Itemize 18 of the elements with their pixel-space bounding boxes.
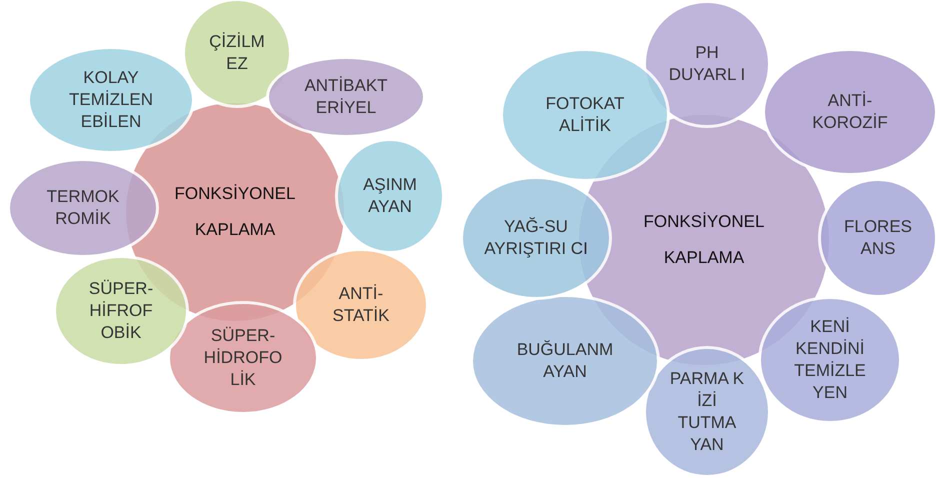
- node-label: BUĞULANM AYAN: [516, 338, 614, 383]
- node-label: TERMOK ROMİK: [46, 186, 120, 230]
- node-label: ANTİBAKT ERİYEL: [303, 74, 389, 119]
- node-label: FOTOKAT ALİTİK: [544, 92, 626, 137]
- node-label: FONKSİYONEL KAPLAMA: [642, 211, 766, 269]
- node-label: PH DUYARL I: [668, 42, 746, 86]
- node-label: FONKSİYONEL KAPLAMA: [174, 183, 296, 241]
- node-label: ANTİ- KOROZİF: [811, 90, 889, 134]
- node-label: ÇİZİLM EZ: [208, 30, 266, 75]
- node-label: AŞINM AYAN: [362, 174, 418, 218]
- node-label: YAĞ-SU AYRIŞTIRI CI: [483, 216, 589, 260]
- node-label: FLORES ANS: [842, 216, 914, 260]
- node-label: PARMA K İZİ TUTMA YAN: [668, 368, 746, 456]
- node-label: SÜPER- HİFROF OBİK: [88, 278, 154, 344]
- node-label: SÜPER- HİDROFO LİK: [202, 324, 284, 392]
- node-label: KOLAY TEMİZLEN EBİLEN: [68, 66, 154, 134]
- node-label: KENİ KENDİNİ TEMİZLE YEN: [793, 316, 867, 404]
- node-label: ANTİ- STATİK: [332, 282, 390, 327]
